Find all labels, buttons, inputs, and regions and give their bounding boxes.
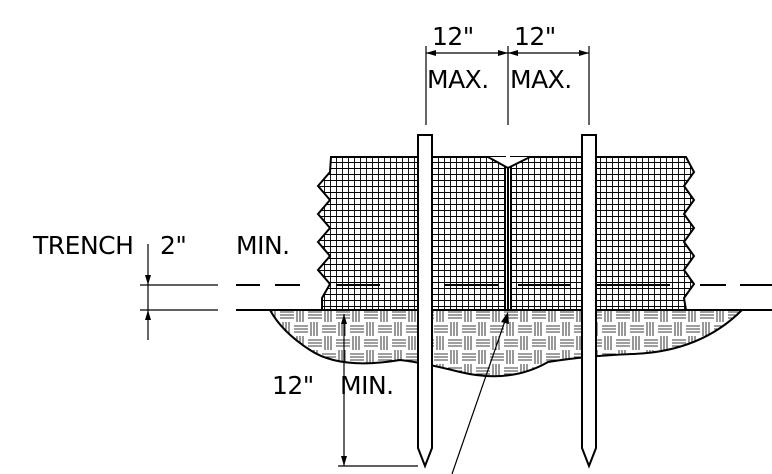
leader-line [451,312,509,474]
spacing-dimension [425,46,590,125]
embed-min-label: MIN. [340,371,394,400]
soil-backfill [268,309,745,378]
trench-depth-dimension [140,244,218,340]
max-right-label: MAX. [510,65,572,94]
hay-bale-left [316,156,506,311]
embed-depth-value: 12" [272,371,314,400]
max-left-label: MAX. [427,65,489,94]
embed-depth-dimension [338,314,418,467]
hay-bale-right [510,156,696,311]
spacing-right-value: 12" [514,22,556,51]
trench-depth-value: 2" [160,231,186,260]
stake-right [581,134,597,469]
trench-min-label: MIN. [236,231,290,260]
spacing-left-value: 12" [432,22,474,51]
stake-left [417,134,433,469]
trench-label: TRENCH [32,231,133,260]
